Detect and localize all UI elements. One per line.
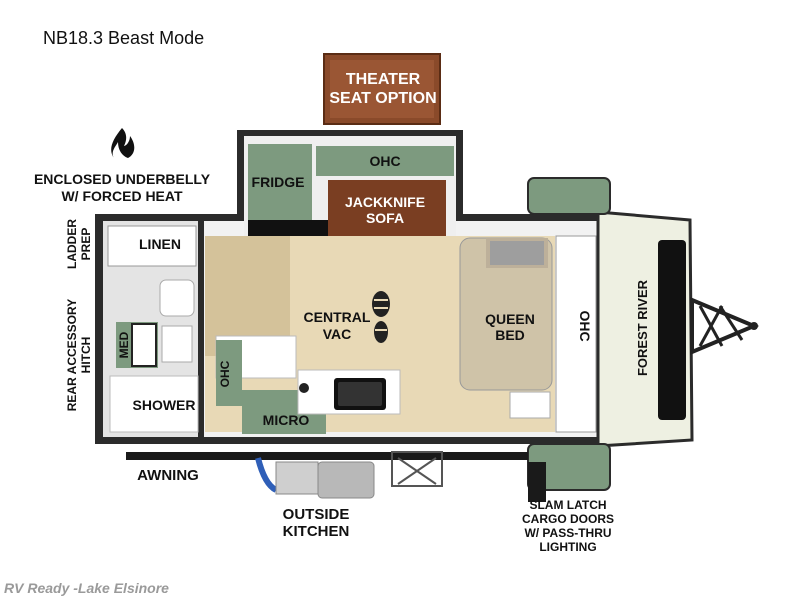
central-vac-label-2: VAC [323, 326, 352, 342]
central-vac-label-1: CENTRAL [304, 309, 371, 325]
flame-icon [111, 128, 135, 158]
outside-kitchen-label-1: OUTSIDE [283, 506, 350, 523]
outside-kitchen [255, 451, 443, 499]
linen-closet [107, 225, 197, 267]
boot-print-icon [372, 291, 390, 343]
stove-burner [299, 383, 309, 393]
theater-seat-option: THEATER SEAT OPTION [323, 53, 441, 125]
theater-label-1: THEATER [346, 71, 421, 88]
ohc-front-cabinet [555, 235, 597, 433]
hitch-label-2: HITCH [79, 337, 93, 374]
fridge [248, 144, 312, 220]
shower [109, 375, 199, 433]
cargo-label-3: W/ PASS-THRU [524, 526, 611, 540]
ohc-top-label: OHC [369, 153, 400, 169]
awning-label: AWNING [137, 467, 199, 484]
floorplan-title: NB18.3 Beast Mode [43, 28, 205, 48]
fridge-label: FRIDGE [252, 174, 305, 190]
jackknife-sofa [328, 180, 446, 236]
sofa-label-1: JACKKNIFE [345, 194, 425, 210]
wheel [528, 462, 546, 502]
hitch-label-1: REAR ACCESSORY [65, 299, 79, 411]
ohc-kitchen-label: OHC [218, 360, 232, 387]
front-window [658, 240, 686, 420]
sofa-label-2: SOFA [366, 210, 404, 226]
theater-label-2: SEAT OPTION [329, 90, 436, 107]
ohc-kitchen-cabinet [216, 340, 242, 406]
underbelly-label-1: ENCLOSED UNDERBELLY [34, 171, 211, 187]
toilet [159, 279, 195, 317]
cargo-label-2: CARGO DOORS [522, 512, 614, 526]
outside-kitchen-label-2: KITCHEN [283, 523, 350, 540]
cargo-label-4: LIGHTING [539, 540, 596, 554]
awning-bar [126, 452, 528, 460]
cargo-door-top [527, 177, 611, 215]
ladder-label-2: PREP [79, 228, 93, 261]
ohc-front-label: OHC [577, 310, 593, 341]
shower-label: SHOWER [133, 397, 196, 413]
tongue-hitch [690, 296, 760, 356]
ladder-label-1: LADDER [65, 219, 79, 269]
queen-bed-label-1: QUEEN [485, 311, 535, 327]
micro-label: MICRO [263, 412, 310, 428]
watermark: RV Ready -Lake Elsinore [4, 580, 169, 596]
queen-bed-label-2: BED [495, 327, 525, 343]
ohc-cabinet-top [316, 146, 454, 176]
cargo-label-1: SLAM LATCH [529, 498, 606, 512]
linen-label: LINEN [139, 236, 181, 252]
med-label: MED [117, 331, 131, 358]
sink [161, 325, 193, 363]
underbelly-label-2: W/ FORCED HEAT [61, 188, 183, 204]
brand-label: FOREST RIVER [635, 279, 650, 376]
